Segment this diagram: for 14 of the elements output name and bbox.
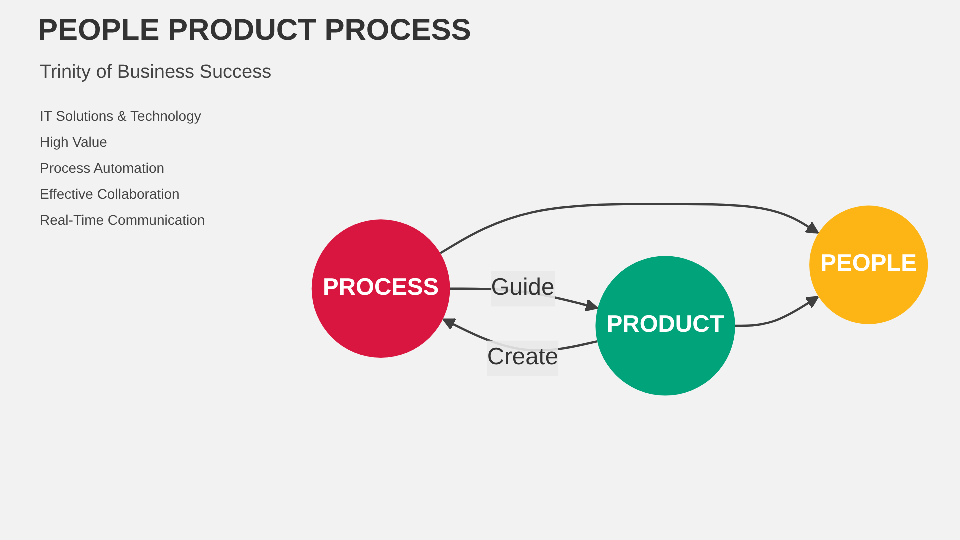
note-text: High Value <box>40 134 108 150</box>
node-circle: PRODUCT <box>596 256 736 396</box>
note-text: IT Solutions & Technology <box>40 108 202 124</box>
edge-label: Create <box>487 345 559 370</box>
arrow <box>440 203 820 254</box>
arrow <box>735 296 820 328</box>
note-text: Process Automation <box>40 160 166 176</box>
note-text: Real-Time Communication <box>40 212 206 228</box>
title: PEOPLE PRODUCT PROCESS <box>38 14 472 48</box>
note-text: Effective Collaboration <box>40 186 181 202</box>
node-circle: PEOPLE <box>810 206 928 324</box>
subtitle: Trinity of Business Success <box>40 62 273 84</box>
node-circle: PROCESS <box>312 220 450 358</box>
edge-label: Guide <box>491 275 555 301</box>
